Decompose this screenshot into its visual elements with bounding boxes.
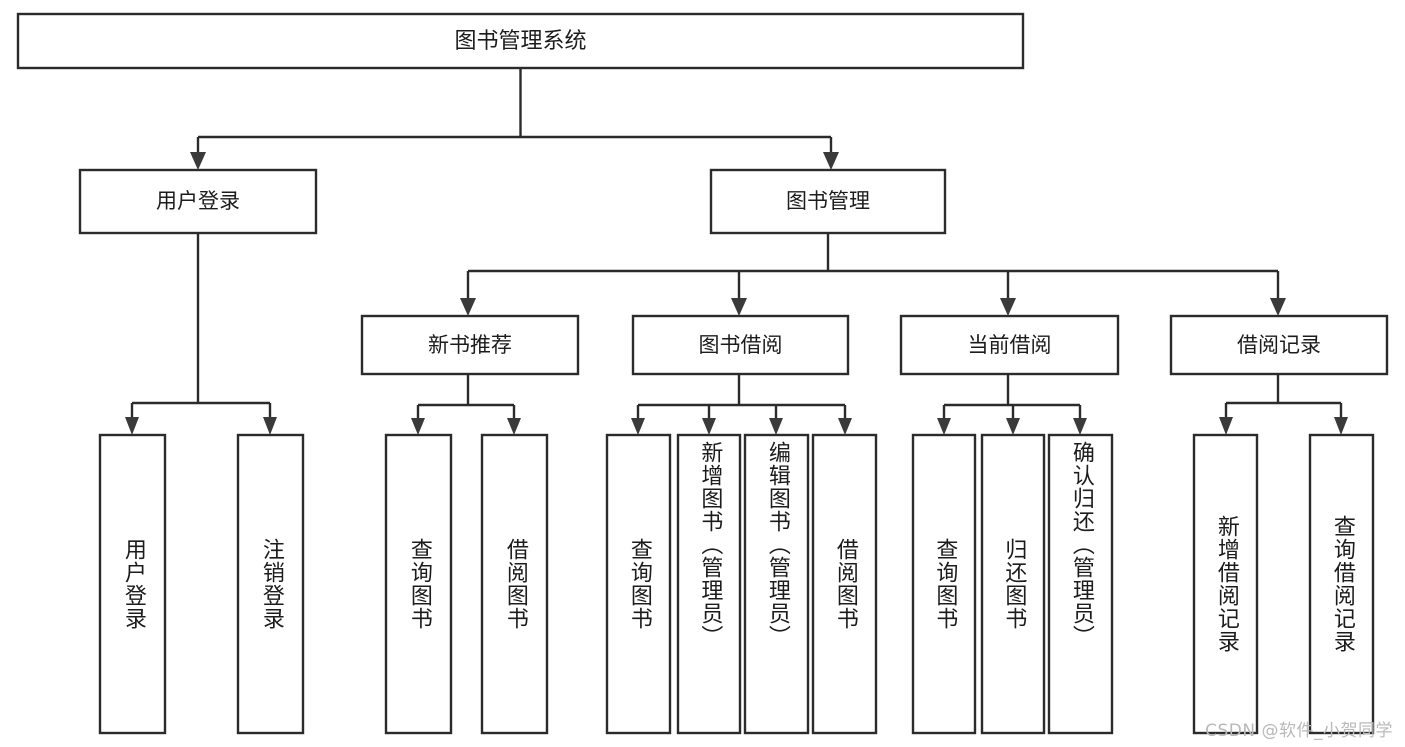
node-root-box[interactable] (16, 12, 1025, 70)
node-leaf-query-book-borrow-box[interactable] (605, 433, 672, 735)
arrow-head-leaf-query-book-rec (411, 418, 425, 435)
node-borrow-record[interactable]: 借阅记录 (1169, 314, 1389, 376)
node-leaf-borrow-book-box[interactable] (811, 433, 878, 735)
arrow-head-new-book-recommend (460, 298, 476, 316)
node-book-borrow[interactable]: 图书借阅 (631, 314, 850, 376)
arrow-head-book-borrow (731, 298, 747, 316)
connector-group-book-borrow (631, 374, 852, 435)
arrow-head-borrow-record (1270, 298, 1286, 316)
arrow-head-leaf-logout (263, 417, 277, 435)
node-current-borrow-label: 当前借阅 (968, 333, 1052, 357)
node-leaf-add-record-box[interactable] (1192, 433, 1259, 735)
node-book-borrow-box[interactable] (631, 314, 850, 376)
node-new-book-recommend-box[interactable] (360, 314, 580, 376)
arrow-head-leaf-borrow-book-rec (507, 418, 521, 435)
node-user-login-box[interactable] (78, 168, 318, 235)
arrow-head-leaf-borrow-book (838, 418, 852, 435)
node-leaf-query-book-current-box[interactable] (911, 433, 977, 735)
arrow-head-leaf-query-record (1334, 417, 1348, 435)
node-borrow-record-label: 借阅记录 (1237, 333, 1321, 357)
arrow-head-leaf-user-login (125, 417, 139, 435)
arrow-head-leaf-edit-book (769, 418, 783, 435)
connector-group-current-borrow (937, 374, 1087, 435)
node-leaf-confirm-return-box[interactable] (1047, 433, 1114, 735)
arrow-head-leaf-add-book (702, 418, 716, 435)
arrow-head-user-login (190, 152, 206, 170)
node-book-management[interactable]: 图书管理 (709, 168, 947, 235)
node-leaf-query-book-rec-box[interactable] (384, 433, 453, 735)
connector-group-borrow-record (1219, 374, 1348, 435)
node-leaf-return-book-box[interactable] (980, 433, 1046, 735)
connector-group-book-management (460, 233, 1286, 316)
node-root[interactable]: 图书管理系统 (16, 12, 1025, 70)
node-leaf-logout-box[interactable] (236, 433, 305, 735)
node-new-book-recommend[interactable]: 新书推荐 (360, 314, 580, 376)
arrow-head-leaf-confirm-return (1073, 418, 1087, 435)
arrow-head-current-borrow (1000, 298, 1016, 316)
node-user-login-label: 用户登录 (156, 189, 240, 213)
node-borrow-record-box[interactable] (1169, 314, 1389, 376)
node-current-borrow-box[interactable] (899, 314, 1120, 376)
arrow-head-leaf-query-book-current (937, 418, 951, 435)
arrow-head-leaf-query-book-borrow (631, 418, 645, 435)
node-book-management-label: 图书管理 (786, 189, 870, 213)
connector-group-root (190, 68, 839, 170)
arrow-head-leaf-return-book (1006, 418, 1020, 435)
node-new-book-recommend-label: 新书推荐 (428, 333, 512, 357)
watermark-label: CSDN @软件_小贺同学 (1205, 721, 1393, 741)
node-leaf-query-record-box[interactable] (1308, 433, 1375, 735)
arrow-head-leaf-add-record (1219, 417, 1233, 435)
node-book-management-box[interactable] (709, 168, 947, 235)
node-leaf-add-book-box[interactable] (676, 433, 742, 735)
node-root-label: 图书管理系统 (454, 29, 586, 54)
arrow-head-book-management (823, 152, 839, 170)
connector-group-new-book-recommend (411, 374, 521, 435)
connector-group-user-login (125, 233, 277, 435)
node-leaf-edit-book-box[interactable] (743, 433, 810, 735)
node-user-login[interactable]: 用户登录 (78, 168, 318, 235)
node-current-borrow[interactable]: 当前借阅 (899, 314, 1120, 376)
node-book-borrow-label: 图书借阅 (699, 333, 783, 357)
node-leaf-user-login-box[interactable] (98, 433, 167, 735)
node-leaf-borrow-book-rec-box[interactable] (480, 433, 549, 735)
